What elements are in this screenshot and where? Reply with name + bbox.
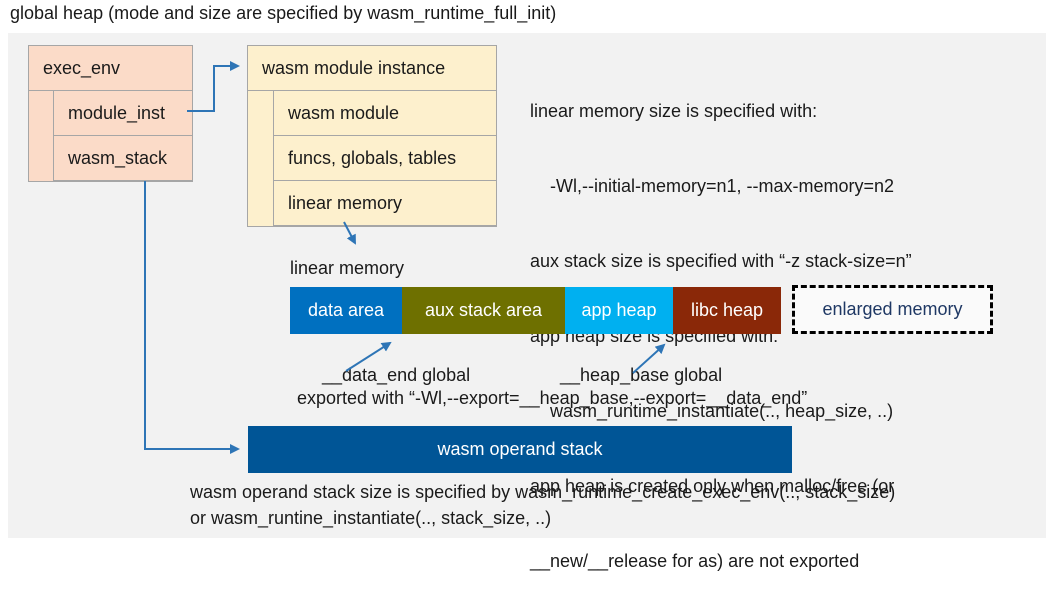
note-line: wasm operand stack size is specified by … [190,482,896,502]
exec-env-row-wasm-stack: wasm_stack [53,135,192,181]
module-instance-row-wasm-module: wasm module [273,90,496,136]
module-instance-box: wasm module instance wasm module funcs, … [247,45,497,227]
note-line: __new/__release for as) are not exported [530,551,860,571]
exec-env-header: exec_env [29,46,192,91]
page-title: global heap (mode and size are specified… [10,3,557,23]
heap-base-global-label: __heap_base global [560,365,723,385]
exported-with-label: exported with “-Wl,--export=__heap_base,… [297,388,808,408]
segment-data-area: data area [290,287,402,334]
segment-aux-stack-area: aux stack area [402,287,565,334]
linear-memory-label: linear memory [290,258,405,278]
note-line: wasm_runtime_instantiate(.., heap_size, … [550,401,894,421]
exec-env-box: exec_env module_inst wasm_stack [28,45,193,182]
note-line: aux stack size is specified with “-z sta… [530,251,912,271]
exec-env-row-module-inst: module_inst [53,90,192,136]
module-instance-header: wasm module instance [248,46,496,91]
note-line: linear memory size is specified with: [530,101,818,121]
note-line: or wasm_runtine_instantiate(.., stack_si… [190,508,552,528]
module-instance-row-funcs-globals-tables: funcs, globals, tables [273,135,496,181]
segment-enlarged-memory: enlarged memory [792,285,993,334]
note-line: -Wl,--initial-memory=n1, --max-memory=n2 [550,176,895,196]
segment-app-heap: app heap [565,287,673,334]
linear-memory-bar: data area aux stack area app heap libc h… [290,287,781,334]
operand-stack-notes: wasm operand stack size is specified by … [190,479,895,531]
segment-libc-heap: libc heap [673,287,781,334]
data-end-global-label: __data_end global [322,365,471,385]
wasm-operand-stack-bar: wasm operand stack [248,426,792,473]
module-instance-row-linear-memory: linear memory [273,180,496,226]
note-line: app heap is created only when malloc/fre… [530,476,895,496]
